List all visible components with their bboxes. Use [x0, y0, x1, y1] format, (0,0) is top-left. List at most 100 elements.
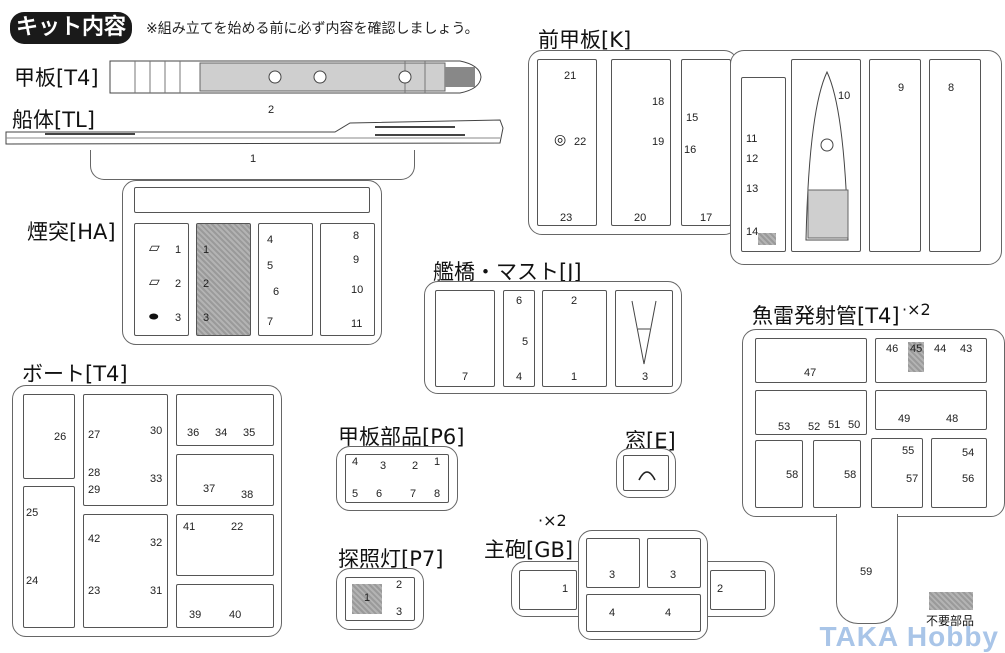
part-number: 33	[150, 473, 163, 485]
funnel-cell-3: 4 5 6 7	[258, 223, 313, 336]
part-number: 8	[353, 230, 360, 242]
part-number: 20	[634, 212, 647, 224]
part-number: 7	[267, 316, 274, 328]
boat-cell-5: 36 34 35	[176, 394, 274, 446]
boat-cell-1: 26	[23, 394, 75, 479]
deck-parts-cell: 4 3 2 1 5 6 7 8	[345, 454, 449, 503]
kit-contents-badge: キット内容	[10, 12, 132, 44]
part-number: 22	[574, 136, 587, 148]
torpedo-label: 魚雷発射管[T4]	[752, 304, 900, 328]
funnel-part-icon: ▱	[149, 274, 160, 290]
torpedo-sprue: 47 46 45 44 43 53 52 51 50 49 48 58 58 5…	[742, 329, 1005, 517]
part-number: 14	[746, 226, 759, 238]
part-number: 1	[175, 244, 182, 256]
part-number: 41	[183, 521, 196, 533]
part-number: 28	[88, 467, 101, 479]
unused-part-45	[908, 342, 924, 372]
part-number: 3	[609, 569, 616, 581]
gun-cell-2: 2	[710, 570, 766, 610]
boat-cell-7: 41 22	[176, 514, 274, 576]
part-number: 1	[562, 583, 569, 595]
part-number: 3	[380, 460, 387, 472]
part-number: 1	[571, 371, 578, 383]
fore-deck-part-drawing	[805, 70, 849, 241]
torpedo-cell-5: 58	[755, 440, 803, 508]
fore-deck-sprue-left: 21 ◎22 23 18 19 20 15 16 17	[528, 50, 738, 235]
part-number: 12	[746, 153, 759, 165]
searchlight-cell: 1 2 3	[345, 577, 415, 621]
funnel-blank-cell	[134, 187, 370, 213]
fore-deck-cell-5: 10	[791, 59, 861, 252]
part-number: 16	[684, 144, 697, 156]
boat-cell-4: 42 23 32 31	[83, 514, 168, 628]
part-number: 29	[88, 484, 101, 496]
part-number: 9	[898, 82, 905, 94]
part-number: 59	[860, 566, 873, 578]
deck-part-drawing	[109, 60, 482, 94]
part-number: 1	[250, 153, 257, 165]
main-gun-sprue-center: 3 3 4 4	[578, 530, 708, 640]
part-number: 3	[670, 569, 677, 581]
hull-label: 船体[TL]	[12, 108, 95, 132]
deck-parts-label: 甲板部品[P6]	[338, 425, 465, 449]
gun-cell-1: 1	[519, 570, 577, 610]
part-number: 58	[844, 469, 857, 481]
part-number: 7	[462, 371, 469, 383]
searchlight-sprue: 1 2 3	[336, 568, 424, 630]
part-number: 2	[717, 583, 724, 595]
part-number: 30	[150, 425, 163, 437]
part-number: 11	[351, 318, 363, 330]
hull-sprue-runner	[90, 150, 415, 180]
part-number: 1	[203, 244, 210, 256]
bridge-cell-4: 3	[615, 290, 673, 387]
window-arch-part	[638, 471, 656, 481]
unused-part-1	[352, 584, 382, 614]
part-number: 39	[189, 609, 202, 621]
part-number: 1	[364, 592, 371, 604]
funnel-part-icon: ▱	[149, 240, 160, 256]
part-number: 7	[410, 488, 417, 500]
part-number: 6	[516, 295, 523, 307]
searchlight-label: 探照灯[P7]	[338, 547, 444, 571]
part-number: 9	[353, 254, 360, 266]
part-number: 21	[564, 70, 577, 82]
part-number: 4	[516, 371, 523, 383]
part-number: 23	[88, 585, 101, 597]
ring-part-icon: ◎	[554, 132, 567, 148]
bridge-cell-1: 7	[435, 290, 495, 387]
part-number: 31	[150, 585, 163, 597]
funnel-cap-icon: ⬬	[149, 310, 159, 323]
fore-deck-label: 前甲板[K]	[538, 28, 632, 52]
part-number: 22	[231, 521, 244, 533]
part-number: 5	[352, 488, 359, 500]
part-number: 54	[962, 447, 975, 459]
unused-legend-swatch	[929, 592, 973, 610]
part-number: 42	[88, 533, 101, 545]
part-number: 10	[838, 90, 851, 102]
part-number: 35	[243, 427, 256, 439]
part-number: 4	[267, 234, 274, 246]
main-gun-multiplier: ·×2	[538, 511, 567, 530]
boat-cell-2: 25 24	[23, 486, 75, 628]
boat-cell-3: 27 28 29 30 33	[83, 394, 168, 506]
part-number: 8	[948, 82, 955, 94]
part-number: 3	[203, 312, 210, 324]
part-number: 4	[352, 456, 359, 468]
part-number: 3	[642, 371, 649, 383]
torpedo-cell-6: 58	[813, 440, 861, 508]
fore-deck-cell-2: 18 19 20	[611, 59, 671, 226]
fore-deck-cell-6: 9	[869, 59, 921, 252]
part-number: 26	[54, 431, 67, 443]
part-number: 13	[746, 183, 759, 195]
part-number: 2	[571, 295, 578, 307]
part-number: 53	[778, 421, 791, 433]
torpedo-cell-7: 55 57	[871, 438, 923, 508]
part-number: 40	[229, 609, 242, 621]
part-number: 27	[88, 429, 101, 441]
part-number: 2	[412, 460, 419, 472]
part-number: 5	[522, 336, 529, 348]
part-number: 49	[898, 413, 911, 425]
part-number: 1	[434, 456, 441, 468]
part-number: 2	[203, 278, 210, 290]
part-number: 51	[828, 419, 841, 431]
